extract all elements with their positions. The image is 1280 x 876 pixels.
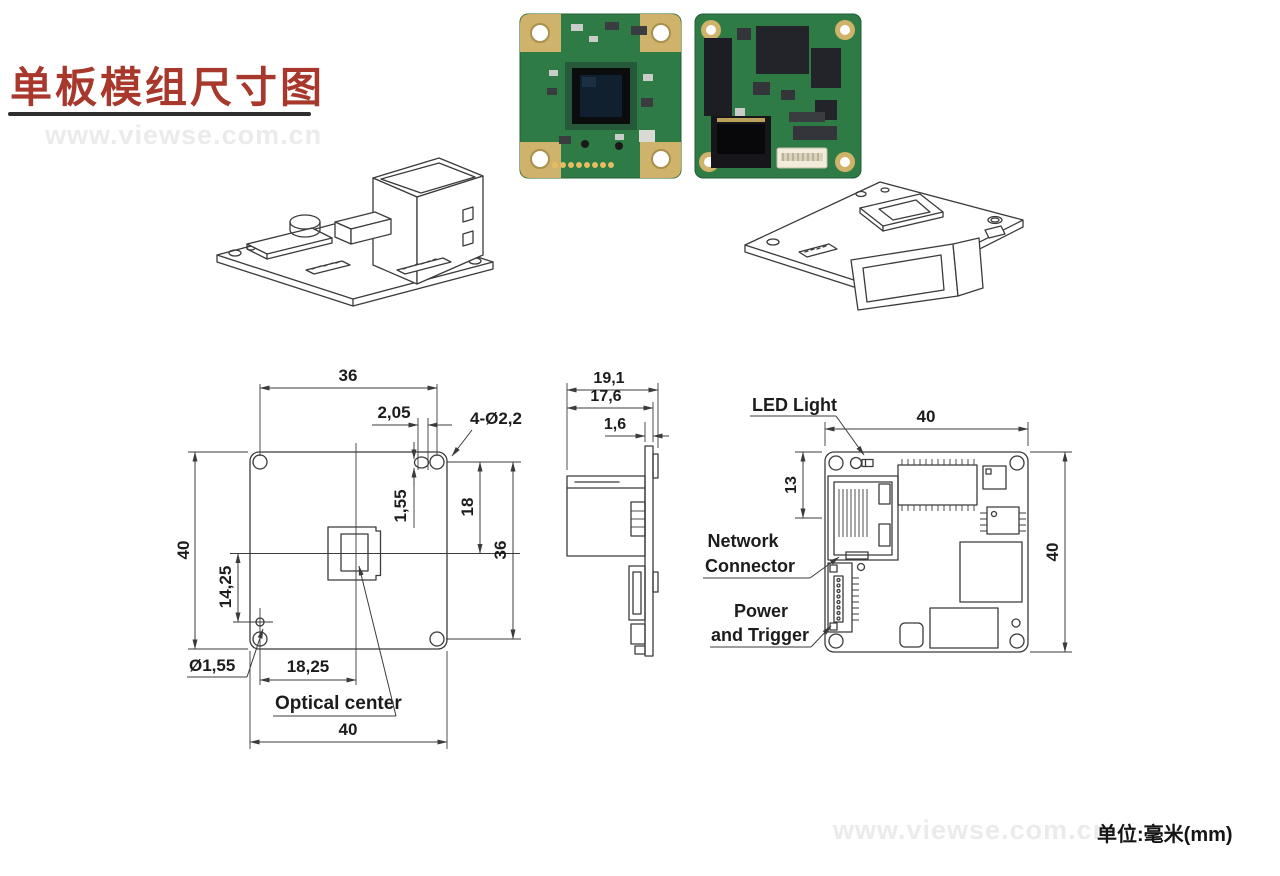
dim-total-depth: 19,1 bbox=[566, 370, 659, 470]
svg-text:and Trigger: and Trigger bbox=[711, 625, 809, 645]
sensor-socket-outline bbox=[327, 526, 382, 581]
side-dimension-view: 19,1 17,6 1,6 bbox=[566, 370, 669, 657]
dim-hole-span-horizontal: 36 bbox=[259, 366, 438, 456]
pcb-photo-front bbox=[519, 13, 682, 179]
svg-text:Power: Power bbox=[734, 601, 788, 621]
dim-led-row-offset: 13 bbox=[783, 451, 822, 519]
svg-text:LED Light: LED Light bbox=[752, 395, 837, 415]
isometric-view-back bbox=[744, 181, 1024, 311]
sensor-die-outline bbox=[340, 533, 369, 572]
svg-text:13: 13 bbox=[783, 476, 800, 494]
pcb-photo-back bbox=[694, 13, 862, 179]
svg-text:Ø1,55: Ø1,55 bbox=[189, 656, 235, 675]
back-main-ic bbox=[897, 459, 978, 511]
label-pilot-hole: Ø1,55 bbox=[187, 628, 264, 678]
svg-text:17,6: 17,6 bbox=[590, 388, 621, 405]
svg-text:40: 40 bbox=[1043, 543, 1062, 562]
photo-front-components bbox=[547, 22, 655, 150]
label-optical-center: Optical center bbox=[273, 565, 402, 717]
svg-text:18: 18 bbox=[458, 498, 477, 517]
svg-text:36: 36 bbox=[339, 366, 358, 385]
watermark-bottom: www.viewse.com.cn bbox=[833, 815, 1111, 845]
back-dimension-view: LED Light 40 13 Network Connector Power … bbox=[703, 395, 1072, 653]
svg-text:40: 40 bbox=[917, 407, 936, 426]
dim-center-to-pilot: 14,25 bbox=[216, 553, 241, 623]
svg-text:40: 40 bbox=[339, 720, 358, 739]
isometric-view-front bbox=[216, 157, 494, 307]
dim-pcb-thickness: 1,6 bbox=[604, 416, 669, 442]
dim-board-height: 40 bbox=[175, 451, 248, 650]
back-small-chips bbox=[899, 465, 1026, 649]
svg-text:14,25: 14,25 bbox=[216, 566, 235, 609]
network-jack-photo bbox=[711, 116, 771, 168]
svg-text:2,05: 2,05 bbox=[377, 403, 410, 422]
label-power-trigger: Power and Trigger bbox=[710, 601, 832, 648]
dim-back-board-height: 40 bbox=[1030, 451, 1072, 653]
label-network-connector: Network Connector bbox=[703, 531, 840, 579]
back-rj45-outline bbox=[827, 475, 899, 572]
dim-module-depth: 17,6 bbox=[566, 388, 654, 442]
edge-connector-pads bbox=[552, 162, 614, 168]
dim-led-offset-horizontal: 2,05 bbox=[372, 403, 452, 470]
svg-text:Optical center: Optical center bbox=[275, 693, 402, 714]
svg-text:Network: Network bbox=[707, 531, 779, 551]
led-outline bbox=[861, 458, 874, 468]
back-power-connector bbox=[827, 562, 859, 633]
svg-text:1,55: 1,55 bbox=[391, 489, 410, 522]
dim-back-board-width: 40 bbox=[824, 407, 1029, 446]
photo-front-corner-pads bbox=[520, 14, 681, 178]
photo-back-chips bbox=[704, 26, 841, 140]
front-board-outline bbox=[230, 443, 520, 685]
image-sensor-chip bbox=[565, 62, 637, 130]
side-board-outline bbox=[566, 445, 659, 657]
title-underline bbox=[8, 112, 311, 116]
photo-back-corner-pads bbox=[699, 20, 855, 172]
power-connector-photo bbox=[776, 147, 828, 169]
svg-text:Connector: Connector bbox=[705, 556, 795, 576]
svg-text:36: 36 bbox=[491, 541, 510, 560]
dim-hole-span-vertical: 36 bbox=[446, 461, 521, 640]
svg-text:1,6: 1,6 bbox=[604, 416, 626, 433]
svg-text:18,25: 18,25 bbox=[287, 657, 330, 676]
label-led-light: LED Light bbox=[750, 395, 865, 456]
svg-text:4-Ø2,2: 4-Ø2,2 bbox=[470, 409, 522, 428]
back-board-outline bbox=[824, 451, 1029, 653]
page-title: 单板模组尺寸图 bbox=[10, 64, 326, 111]
dim-board-width: 40 bbox=[249, 651, 448, 749]
svg-text:19,1: 19,1 bbox=[593, 370, 624, 387]
dim-pilot-to-center: 18,25 bbox=[259, 657, 357, 683]
watermark-top: www.viewse.com.cn bbox=[45, 120, 323, 150]
svg-text:40: 40 bbox=[175, 541, 193, 560]
unit-label: 单位:毫米(mm) bbox=[1097, 824, 1233, 846]
dim-led-offset-vertical: 1,55 bbox=[391, 442, 417, 528]
front-dimension-view: 36 2,05 4-Ø2,2 40 14,25 bbox=[175, 366, 522, 749]
label-mount-holes: 4-Ø2,2 bbox=[451, 409, 522, 457]
dim-top-to-center: 18 bbox=[447, 461, 521, 554]
